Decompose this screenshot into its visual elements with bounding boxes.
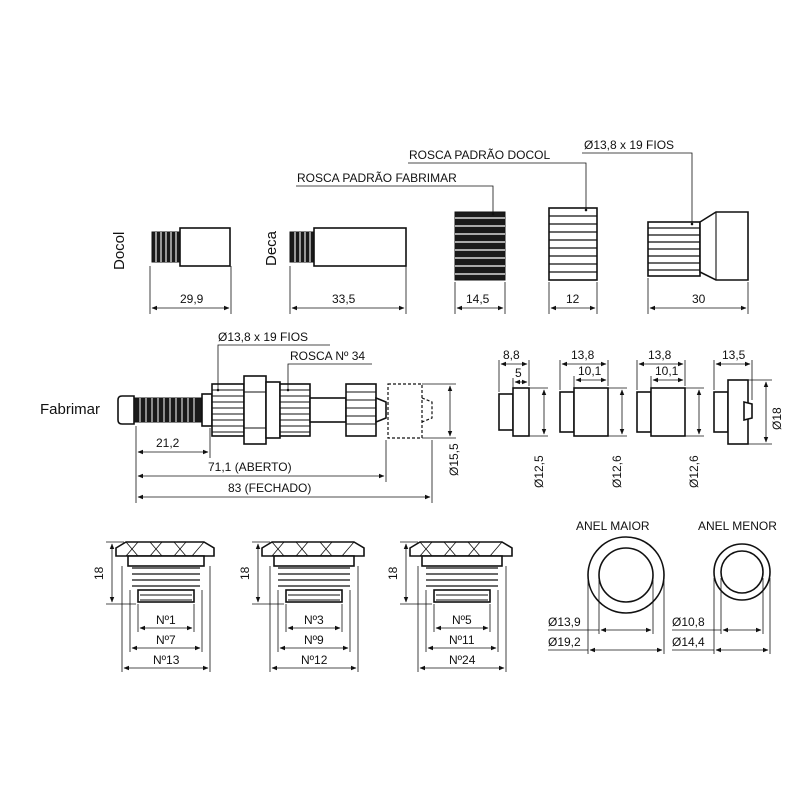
small-part-c [636,387,686,437]
docol-thread-part [548,207,598,281]
dim-21-2: 21,2 [135,426,211,503]
dim-5: 5 [512,366,528,392]
anel-menor-dims: Ø10,8 Ø14,4 [672,578,771,654]
dim-12-6a: Ø12,6 [608,387,627,488]
small-part-b [559,387,609,437]
rosca-docol-text: ROSCA PADRÃO DOCOL [409,148,550,162]
dim-71-1-text: 71,1 (ABERTO) [208,460,292,474]
dim-33-5: 33,5 [289,266,407,314]
anel-menor-ring [713,543,771,601]
dim-19-2-text: Ø19,2 [548,635,581,649]
callout-19-fios-top: Ø13,8 x 19 FIOS [582,138,694,226]
n3-text: Nº3 [304,613,324,627]
dim-10-1a-text: 10,1 [578,364,602,378]
dim-13-8b: 13,8 [636,348,686,390]
n24-text: Nº24 [449,653,476,667]
dim-18-b: 18 [238,541,284,605]
dim-12-5-text: Ø12,5 [532,455,546,488]
dim-13-9-text: Ø13,9 [548,615,581,629]
dim-12: 12 [548,282,598,314]
dim-29-9-text: 29,9 [180,292,204,306]
dim-12-5: Ø12,5 [529,387,548,488]
dim-83-text: 83 (FECHADO) [228,481,311,495]
fabrimar-thread-part [454,211,506,281]
dim-12-6b-text: Ø12,6 [687,455,701,488]
n13-text: Nº13 [153,653,180,667]
dim-5-text: 5 [515,366,522,380]
fitting-2-dims: Nº3 Nº9 Nº12 [269,566,359,672]
dim-18-a: 18 [92,541,136,605]
fabrimar-label: Fabrimar [40,401,100,418]
fitting-2 [261,541,365,603]
fitting-1 [115,541,215,603]
dim-13-5-text: 13,5 [722,348,746,362]
callout-19-fios-mid: Ø13,8 x 19 FIOS [216,330,330,392]
dim-14-5: 14,5 [454,282,506,314]
dim-18-a-text: 18 [92,566,106,580]
fitting-3 [409,541,513,603]
dim-13-5: 13,5 [713,348,753,400]
n5-text: Nº5 [452,613,472,627]
dim-14-5-text: 14,5 [466,292,490,306]
n12-text: Nº12 [301,653,328,667]
dim-15-5: Ø15,5 [422,383,461,476]
fitting-1-dims: Nº1 Nº7 Nº13 [121,566,211,672]
dim-83: 83 (FECHADO) [137,440,433,503]
rosca-fabrimar-text: ROSCA PADRÃO FABRIMAR [297,171,457,185]
dim-33-5-text: 33,5 [332,292,356,306]
dim-10-1b-text: 10,1 [655,364,679,378]
dim-29-9: 29,9 [149,266,232,314]
rosca-34-text: ROSCA Nº 34 [290,349,365,363]
diam-19-fios-mid-text: Ø13,8 x 19 FIOS [218,330,308,344]
dim-18-c: 18 [386,541,432,605]
n7-text: Nº7 [156,633,176,647]
anel-menor-label: ANEL MENOR [698,519,777,533]
n11-text: Nº11 [449,633,475,647]
docol-label: Docol [111,232,128,270]
dim-8-8: 8,8 [498,348,530,392]
dim-71-1: 71,1 (ABERTO) [137,440,387,482]
diam-19-fios-top-text: Ø13,8 x 19 FIOS [584,138,674,152]
thread-19-fios-part [647,211,749,281]
callout-rosca-docol: ROSCA PADRÃO DOCOL [408,148,588,212]
dim-18-b-text: 18 [238,566,252,580]
fitting-3-dims: Nº5 Nº11 Nº24 [417,566,507,672]
dim-30: 30 [647,278,749,314]
anel-maior-label: ANEL MAIOR [576,519,650,533]
anel-maior-dims: Ø13,9 Ø19,2 [548,580,665,654]
dim-12-6a-text: Ø12,6 [610,455,624,488]
small-part-d [713,379,753,445]
dim-18-dia-text: Ø18 [770,407,784,430]
fabrimar-assembly [117,375,433,445]
dim-15-5-text: Ø15,5 [447,443,461,476]
dim-10-1a: 10,1 [573,364,607,388]
dim-12-text: 12 [566,292,580,306]
anel-maior-ring [587,536,665,614]
docol-part [151,227,231,267]
n9-text: Nº9 [304,633,324,647]
dim-8-8-text: 8,8 [503,348,520,362]
dim-13-8a: 13,8 [559,348,609,390]
dim-12-6b: Ø12,6 [685,387,704,488]
dim-18-c-text: 18 [386,566,400,580]
dim-30-text: 30 [692,292,706,306]
dim-13-8a-text: 13,8 [571,348,595,362]
callout-rosca-34: ROSCA Nº 34 [286,349,372,392]
deca-label: Deca [263,230,280,266]
n1-text: Nº1 [156,613,176,627]
dim-10-1b: 10,1 [650,364,684,388]
dim-13-8b-text: 13,8 [648,348,672,362]
dim-18-dia: Ø18 [748,379,784,445]
dim-21-2-text: 21,2 [156,436,180,450]
small-part-a [498,387,530,437]
callout-rosca-fabrimar: ROSCA PADRÃO FABRIMAR [296,171,495,216]
dim-10-8-text: Ø10,8 [672,615,705,629]
dim-14-4-text: Ø14,4 [672,635,705,649]
deca-part [289,227,407,267]
